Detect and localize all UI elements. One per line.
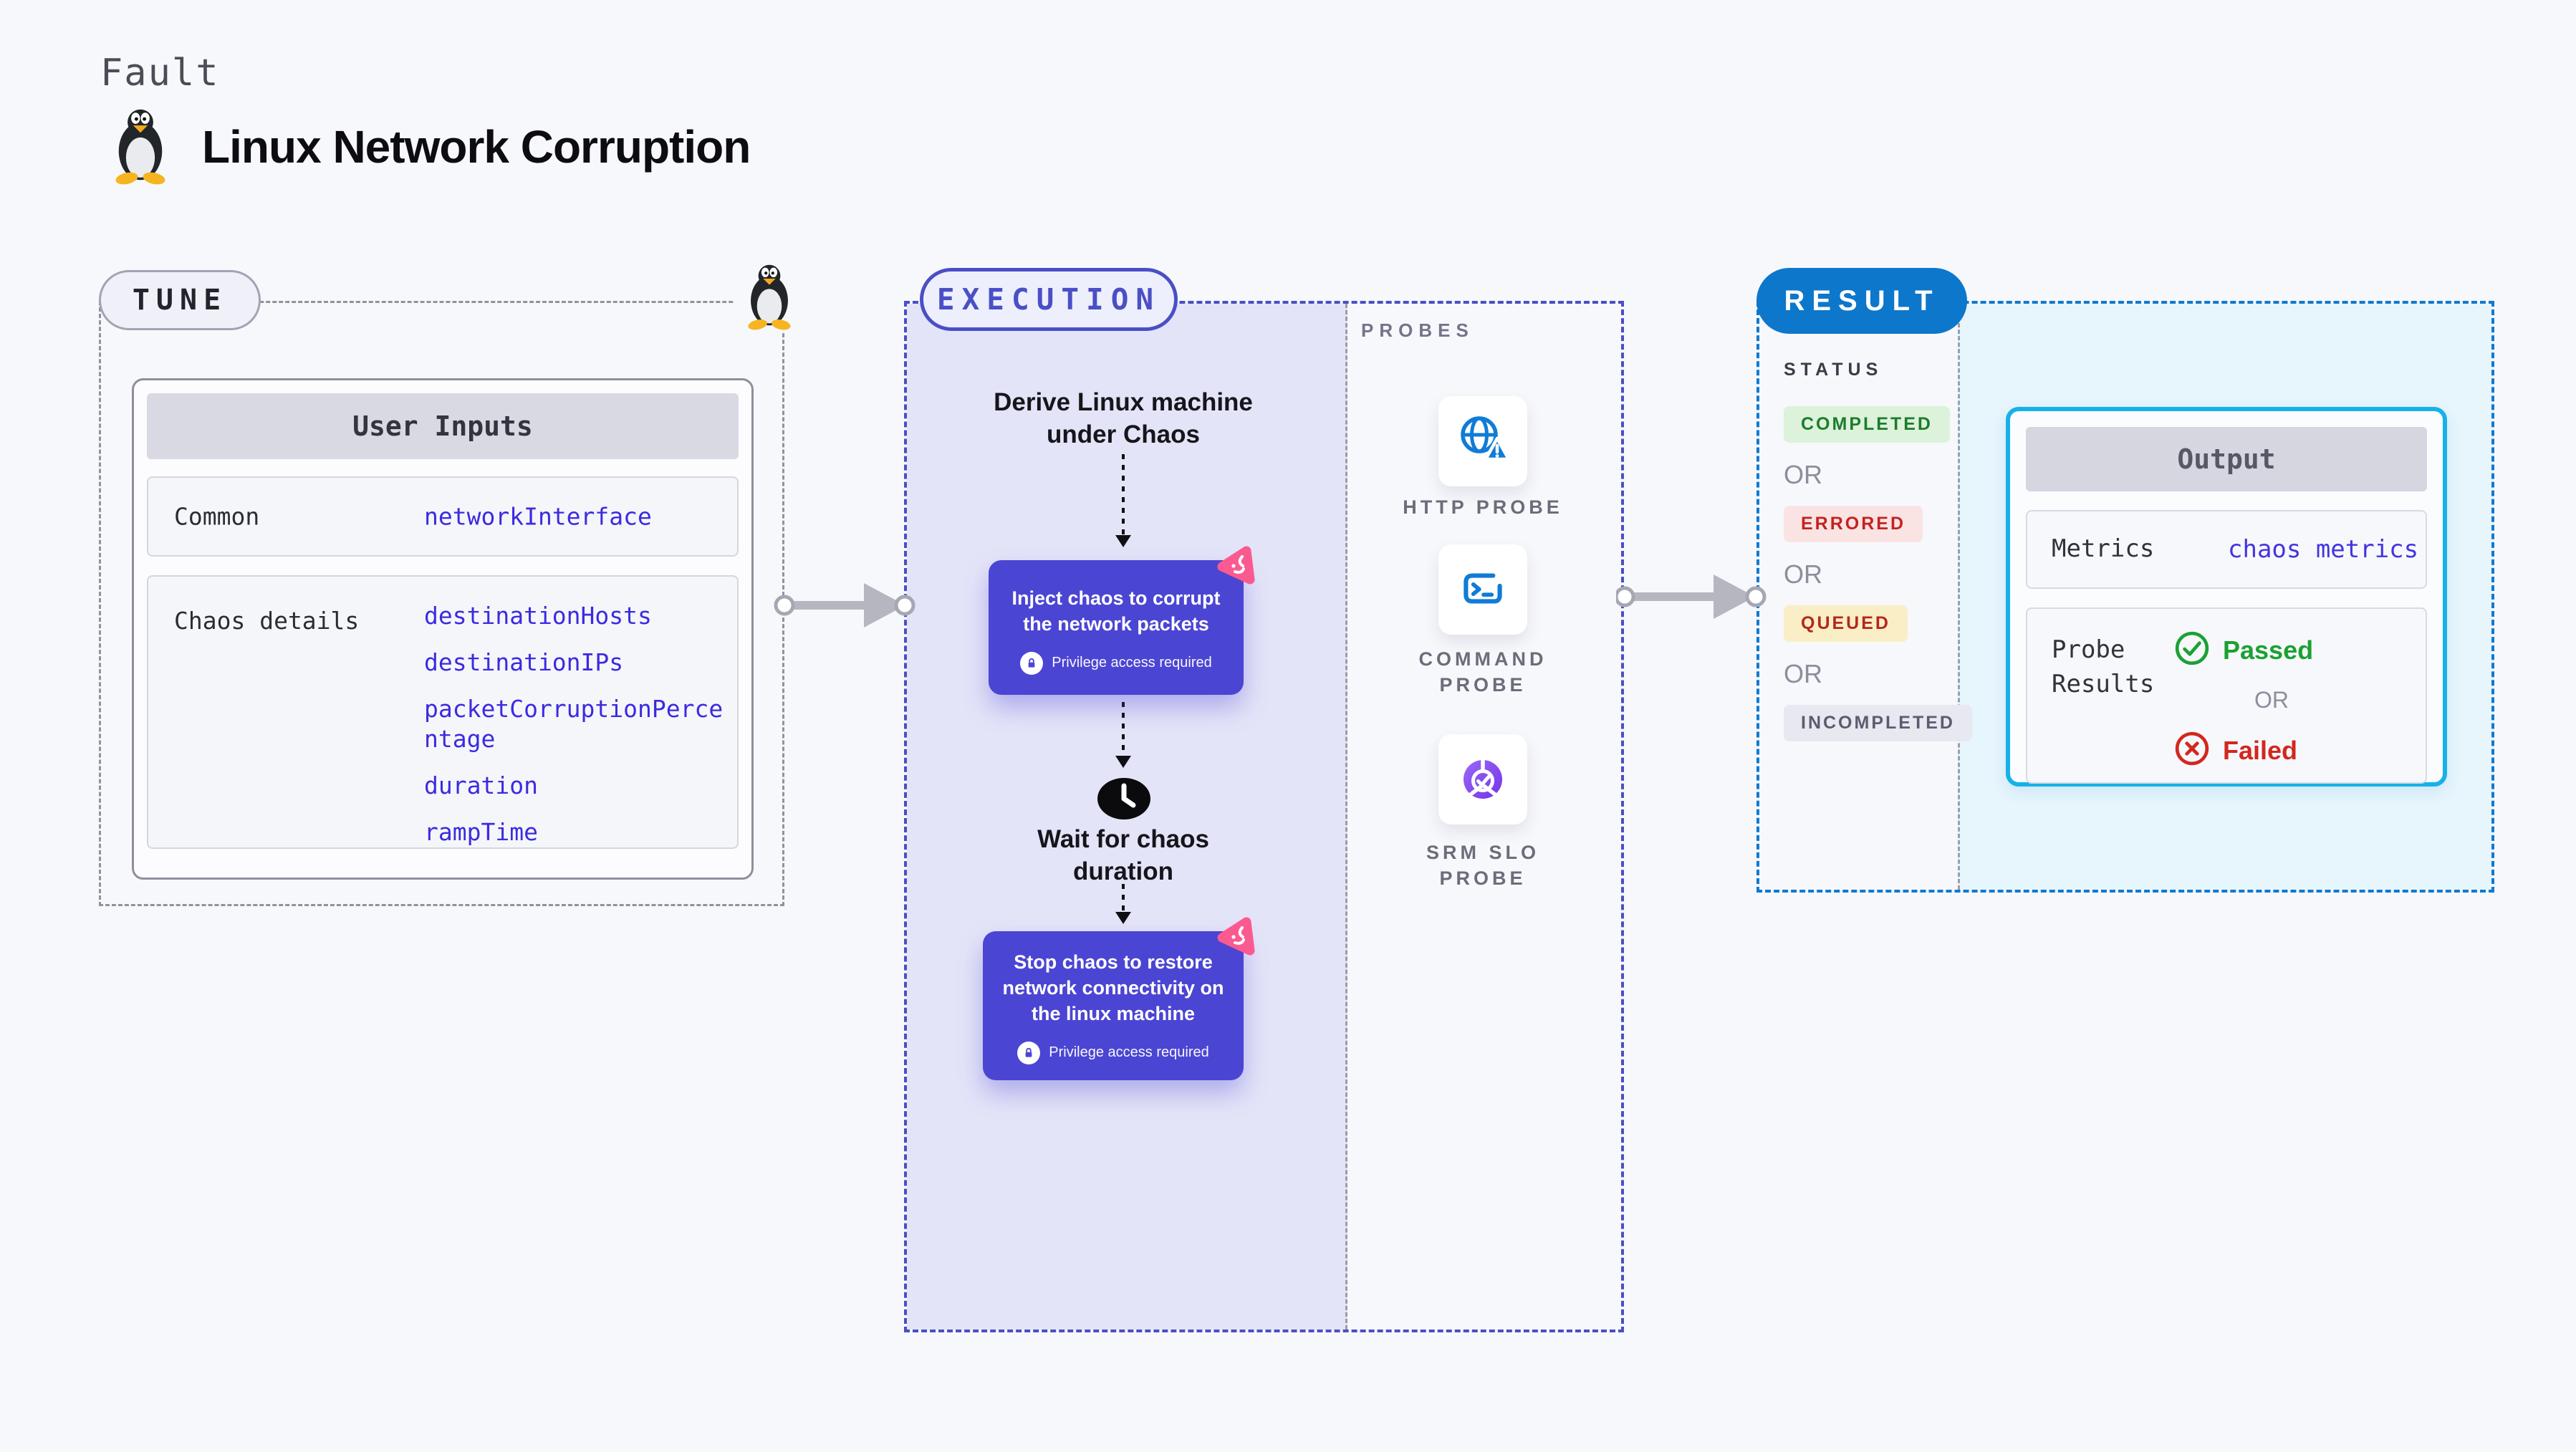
result-pill: RESULT — [1756, 268, 1967, 334]
command-probe-label: COMMAND PROBE — [1418, 648, 1547, 696]
user-inputs-row-common: Common networkInterface — [147, 476, 739, 557]
clock-icon — [1096, 777, 1152, 824]
srm-slo-probe-card — [1438, 734, 1527, 824]
chaos-logo-icon — [1213, 544, 1256, 591]
status-column: STATUS COMPLETED OR ERRORED OR QUEUED OR… — [1784, 360, 1972, 759]
param-link[interactable]: destinationHosts — [424, 602, 652, 630]
http-probe-card — [1438, 396, 1527, 486]
chaos-metrics-link[interactable]: chaos metrics — [2228, 535, 2419, 564]
or-label: OR — [1784, 460, 1822, 489]
row-label: Common — [174, 502, 260, 531]
http-probe-label: HTTP PROBE — [1403, 496, 1563, 518]
globe-alert-icon — [1454, 411, 1512, 472]
param-link[interactable]: duration — [424, 771, 538, 799]
stop-chaos-node: Stop chaos to restore network connectivi… — [983, 917, 1255, 1080]
or-label: OR — [2254, 687, 2289, 713]
user-inputs-row-chaos-details: Chaos details destinationHosts destinati… — [147, 575, 739, 849]
param-link[interactable]: networkInterface — [424, 502, 652, 531]
row-label: Chaos details — [174, 607, 360, 635]
execution-to-result-arrow — [1616, 574, 1767, 619]
user-inputs-header: User Inputs — [147, 393, 739, 459]
flow-step-wait: Wait for chaos duration — [1037, 825, 1209, 885]
execution-pill: EXECUTION — [920, 268, 1178, 331]
output-header: Output — [2026, 427, 2427, 491]
or-label: OR — [1784, 659, 1822, 688]
node-text: Inject chaos to corrupt the network pack… — [1011, 587, 1221, 635]
flow-arrow — [1122, 702, 1125, 766]
chaos-logo-icon — [1213, 915, 1256, 962]
flow-step-derive: Derive Linux machine under Chaos — [994, 388, 1253, 448]
page-title: Linux Network Corruption — [202, 120, 751, 173]
linux-tux-small-icon — [735, 259, 804, 335]
probe-results-row: Probe Results Passed OR — [2026, 607, 2427, 784]
param-link[interactable]: destinationIPs — [424, 648, 624, 676]
status-label: STATUS — [1784, 360, 1883, 380]
flow-arrow — [1122, 454, 1125, 546]
command-probe-card — [1438, 544, 1527, 635]
privilege-badge: Privilege access required — [1049, 1044, 1209, 1061]
privilege-badge: Privilege access required — [1052, 655, 1212, 671]
passed-label: Passed — [2223, 635, 2314, 665]
status-badge-incompleted: INCOMPLETED — [1784, 705, 1972, 741]
metrics-label: Metrics — [2052, 534, 2155, 564]
linux-tux-icon — [100, 105, 181, 188]
node-text: Stop chaos to restore network connectivi… — [1002, 951, 1224, 1024]
fault-eyebrow: Fault — [100, 52, 220, 95]
flow-arrow — [1122, 884, 1125, 923]
terminal-icon — [1455, 560, 1511, 620]
metrics-row: Metrics chaos metrics — [2026, 510, 2427, 589]
slo-gauge-icon — [1454, 749, 1512, 810]
srm-slo-probe-label: SRM SLO PROBE — [1426, 842, 1539, 890]
param-link[interactable]: packetCorruptionPercentage — [424, 695, 724, 753]
status-badge-completed: COMPLETED — [1784, 406, 1950, 443]
tune-pill: TUNE — [99, 270, 261, 330]
param-link[interactable]: rampTime — [424, 818, 538, 846]
lock-icon — [1020, 651, 1044, 675]
check-circle-icon — [2174, 630, 2210, 670]
status-badge-queued: QUEUED — [1784, 605, 1908, 642]
probe-results-label: Probe Results — [2052, 635, 2155, 698]
probes-label: PROBES — [1361, 319, 1474, 341]
title-row: Linux Network Corruption — [100, 105, 751, 188]
or-label: OR — [1784, 559, 1822, 589]
x-circle-icon — [2174, 731, 2210, 770]
tune-to-execution-arrow — [774, 583, 915, 628]
status-badge-errored: ERRORED — [1784, 506, 1923, 542]
inject-chaos-node: Inject chaos to corrupt the network pack… — [989, 546, 1255, 695]
failed-label: Failed — [2223, 735, 2298, 765]
lock-icon — [1017, 1041, 1041, 1064]
user-inputs-card: User Inputs Common networkInterface Chao… — [132, 378, 754, 880]
output-card: Output Metrics chaos metrics Probe Resul… — [2006, 407, 2447, 787]
